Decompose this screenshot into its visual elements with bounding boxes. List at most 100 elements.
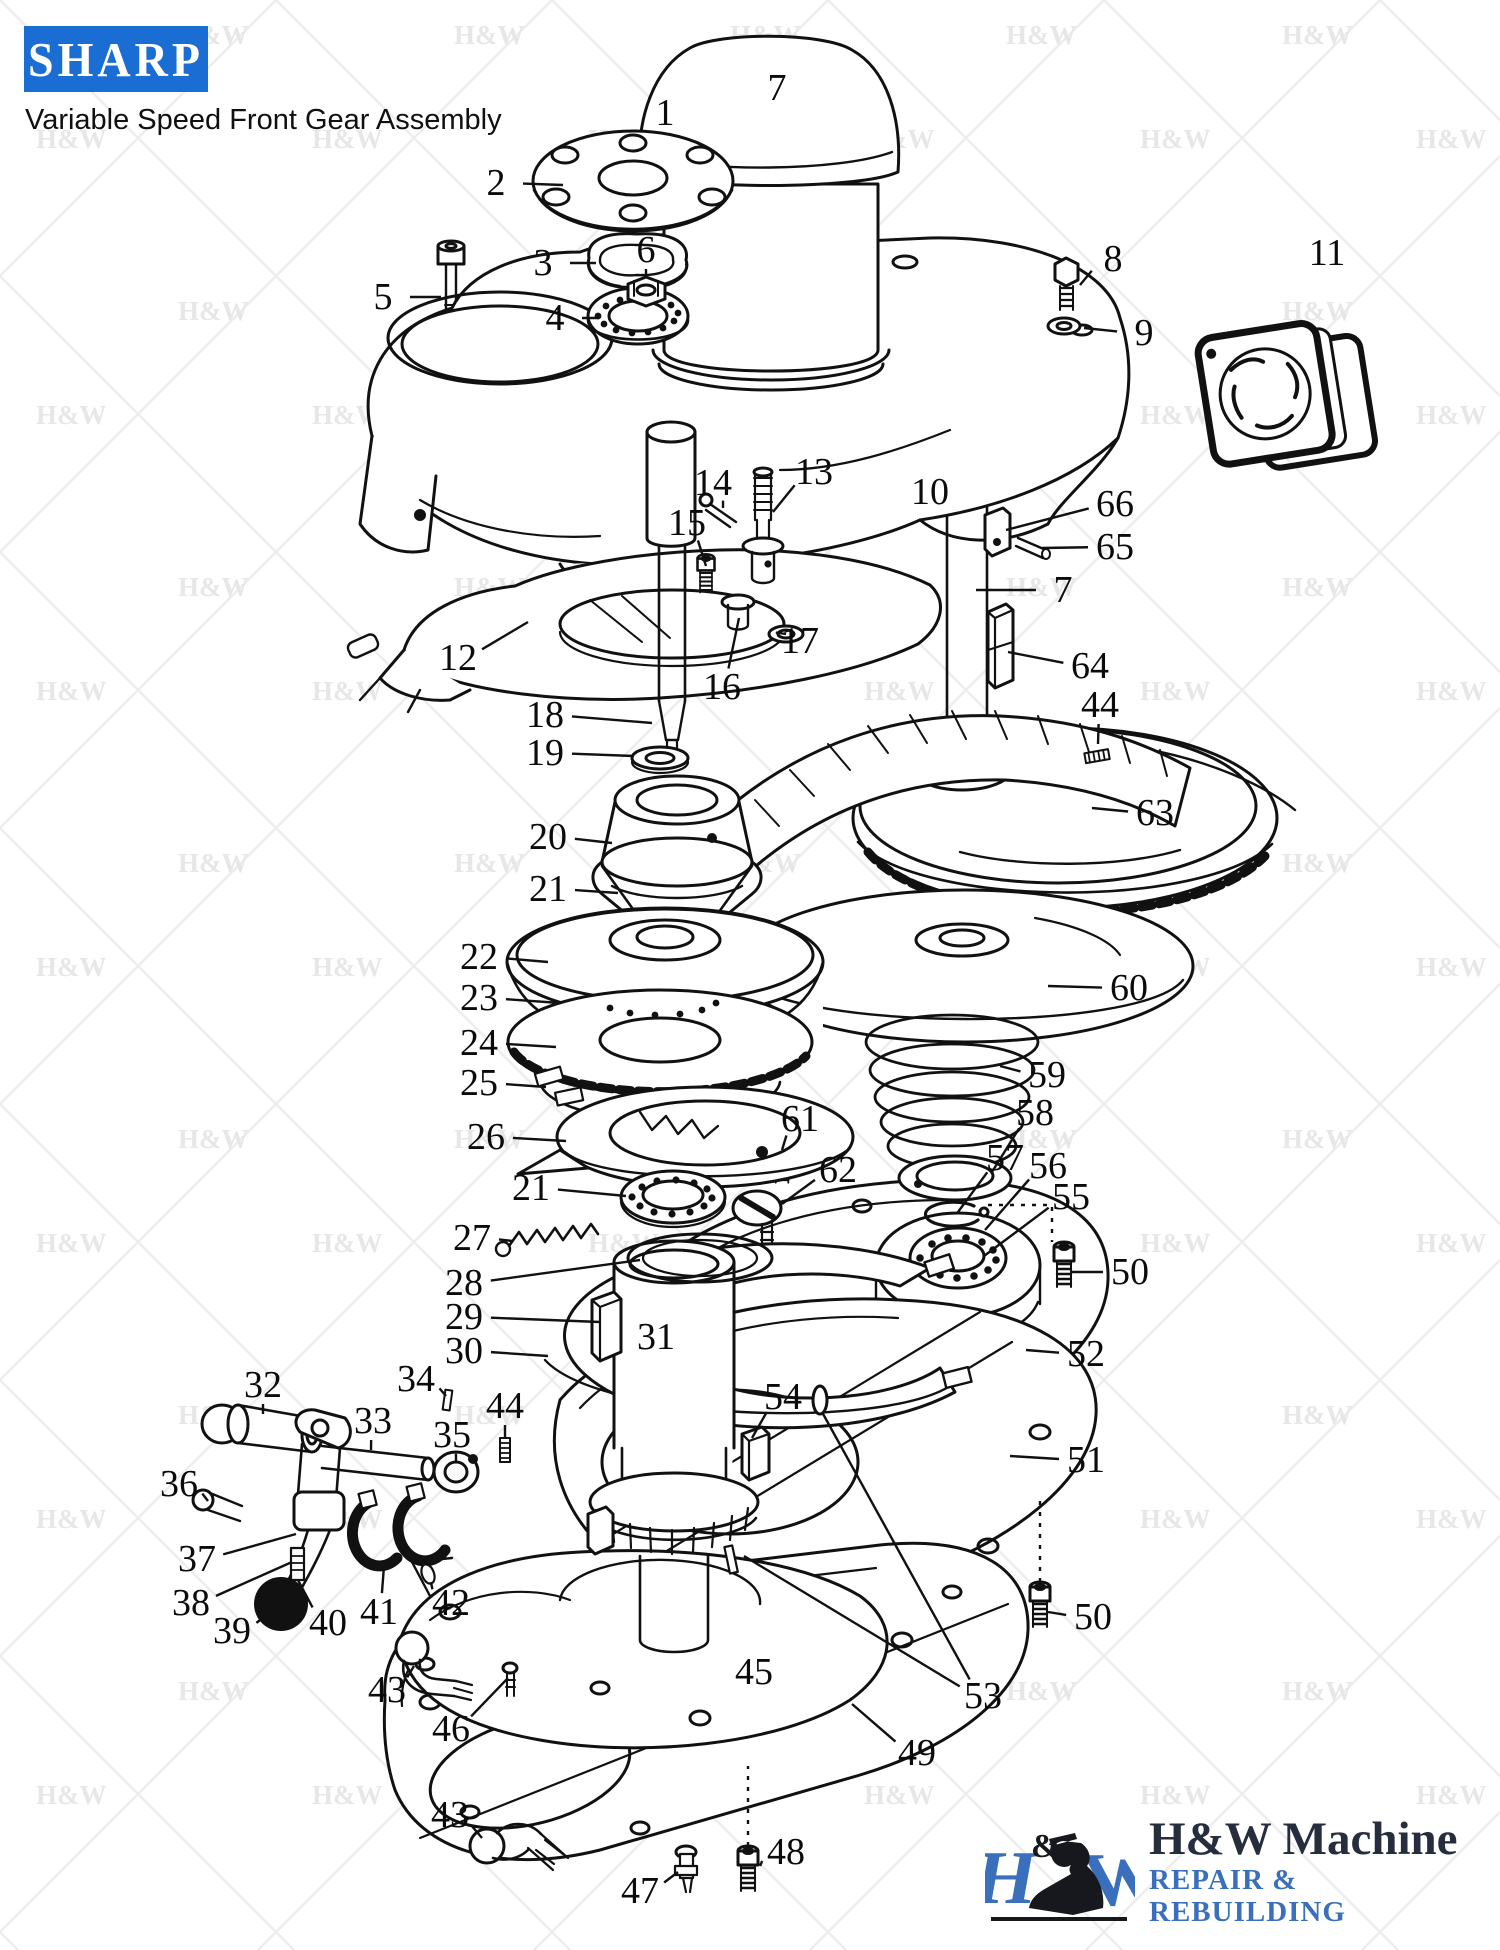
elbow-43-upper	[394, 1630, 474, 1702]
sharp-logo-text: SHARP	[28, 32, 204, 86]
callout-label: 19	[526, 732, 564, 774]
pin-14	[698, 492, 738, 529]
fan-11	[1194, 320, 1378, 471]
callout-label: 9	[1134, 312, 1154, 354]
support-casting-45	[398, 1549, 889, 1750]
callout-label: 28	[445, 1262, 483, 1304]
callout-label: 39	[213, 1610, 251, 1652]
callout-label: 44	[486, 1385, 524, 1427]
callout-label: 16	[703, 666, 741, 708]
callout-label: 17	[781, 620, 819, 662]
callout-label: 60	[1110, 967, 1148, 1009]
callout-label: 66	[1096, 483, 1134, 525]
spindle-18	[645, 420, 697, 760]
callout-label: 25	[460, 1062, 498, 1104]
callout-label: 64	[1071, 645, 1109, 687]
callout-label: 57	[986, 1137, 1024, 1179]
callout-label: 27	[453, 1217, 491, 1259]
bolt-8	[1053, 256, 1080, 311]
sharp-logo: SHARP	[24, 26, 208, 92]
callout-label: 7	[1053, 569, 1073, 611]
callout-label: 43	[368, 1669, 406, 1711]
bearing-21b	[619, 1169, 727, 1229]
callout-label: 37	[178, 1538, 216, 1580]
spring-59	[864, 1013, 1040, 1170]
callout-label: 34	[397, 1358, 435, 1400]
callout-label: 46	[432, 1708, 470, 1750]
hw-tagline: REPAIR & REBUILDING	[1149, 1863, 1346, 1928]
thumbscrew-62	[731, 1189, 783, 1256]
machinist-silhouette	[1029, 1833, 1104, 1915]
callout-label: 24	[460, 1022, 498, 1064]
callout-label: 53	[964, 1675, 1002, 1717]
callout-label: 49	[898, 1732, 936, 1774]
key-29	[590, 1290, 623, 1363]
bushing-16	[720, 593, 756, 631]
callout-label: 2	[486, 162, 506, 204]
callout-label: 15	[668, 502, 706, 544]
bearing-4	[586, 286, 690, 346]
fitting-47	[673, 1844, 699, 1894]
callout-label: 51	[1067, 1439, 1105, 1481]
callout-label: 63	[1136, 792, 1174, 834]
callout-label: 55	[1052, 1176, 1090, 1218]
callout-label: 61	[781, 1098, 819, 1140]
seal-ring-28	[626, 1232, 774, 1284]
sheave-stack-22-25	[505, 906, 825, 1122]
stud-13	[741, 466, 785, 585]
callout-label: 44	[1081, 684, 1119, 726]
callout-label: 26	[467, 1116, 505, 1158]
drive-belt	[705, 710, 1192, 882]
callout-label: 33	[354, 1400, 392, 1442]
callout-label: 3	[533, 242, 553, 284]
callout-label: 35	[433, 1414, 471, 1456]
callout-label: 6	[636, 229, 656, 271]
callout-label: 45	[735, 1651, 773, 1693]
washer-58	[897, 1154, 1013, 1202]
spring-27	[494, 1222, 600, 1258]
snap-ring-57	[923, 1200, 990, 1228]
hw-logo: H & W H&W Machine REPAIR & REBUILDING	[985, 1812, 1480, 1932]
callout-label: 62	[819, 1149, 857, 1191]
callout-label: 11	[1308, 232, 1346, 274]
callout-label: 13	[795, 451, 833, 493]
bracket-12	[346, 548, 942, 714]
callout-label: 14	[694, 462, 732, 504]
callout-label: 41	[360, 1591, 398, 1633]
key-66	[983, 506, 1012, 558]
callout-label: 36	[160, 1463, 198, 1505]
callout-label: 58	[1016, 1092, 1054, 1134]
coupling-flange-2	[531, 129, 735, 233]
callout-label: 38	[172, 1582, 210, 1624]
pins-53	[723, 1384, 829, 1575]
callout-label: 1	[655, 92, 675, 134]
callout-label: 54	[764, 1376, 802, 1418]
washer-9	[1046, 316, 1082, 336]
callout-label: 52	[1067, 1333, 1105, 1375]
shifter-parts	[191, 1388, 512, 1631]
elbow-43-lower	[468, 1822, 570, 1872]
callout-label: 18	[526, 694, 564, 736]
callout-label: 7	[767, 67, 787, 109]
callout-label: 31	[637, 1316, 675, 1358]
callout-label: 21	[529, 868, 567, 910]
key-64	[986, 602, 1015, 690]
callout-label: 50	[1074, 1596, 1112, 1638]
callout-label: 56	[1029, 1145, 1067, 1187]
nut-6	[626, 275, 667, 308]
callout-label: 42	[432, 1582, 470, 1624]
screw-46	[501, 1661, 519, 1697]
callout-label: 5	[373, 276, 393, 318]
callout-label: 32	[244, 1364, 282, 1406]
callout-label: 47	[621, 1870, 659, 1912]
callout-label: 8	[1103, 238, 1123, 280]
callout-label: 23	[460, 977, 498, 1019]
callout-label: 43	[431, 1794, 469, 1836]
cam-washer-3	[586, 232, 689, 289]
callout-label: 40	[309, 1602, 347, 1644]
callout-label: 10	[911, 471, 949, 513]
callout-label: 65	[1096, 526, 1134, 568]
